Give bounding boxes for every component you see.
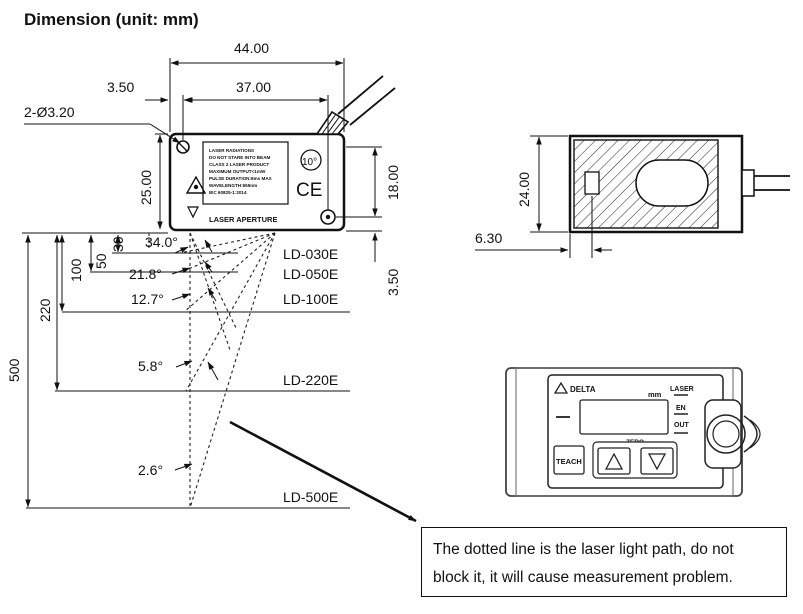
laser-aperture-label: LASER APERTURE: [209, 215, 277, 224]
panel-brand: DELTA: [570, 385, 596, 394]
model-ld-030e: LD-030E: [283, 246, 338, 262]
up-arrow-icon: [604, 452, 624, 470]
dim-dist-220: 220: [37, 298, 53, 322]
dim-hole-diameter: 2-Ø3.20: [24, 104, 75, 120]
dim-depth: 24.00: [516, 172, 532, 207]
sensor-cable: [315, 75, 396, 135]
top-dimensions: 44.00 37.00 3.50 2-Ø3.20: [24, 40, 345, 210]
sensor-front-view: LASER RADIATIONS DO NOT STARE INTO BEAM …: [168, 75, 396, 232]
dim-hole-offset: 3.50: [107, 79, 134, 95]
label-line-7: IEC 60825-1:2014: [209, 190, 247, 195]
label-line-5: PULSE DURATION:8ms MAX: [209, 176, 273, 181]
distance-dimensions: 30 50 100 220 500: [6, 232, 350, 509]
body-height-dimensions: 25.00 18.00 3.50: [138, 133, 401, 296]
angle-12-7: 12.7°: [131, 291, 164, 307]
model-ld-050e: LD-050E: [283, 266, 338, 282]
label-line-4: MAXIMUM OUTPUT<1mW: [209, 169, 266, 174]
sensor-panel-view: DELTA mm LASER EN OUT ZERO TEACH: [505, 367, 761, 497]
diagram-title: Dimension (unit: mm): [24, 10, 199, 29]
note-line-2: block it, it will cause measurement prob…: [433, 569, 733, 586]
teach-button[interactable]: [553, 445, 585, 475]
dim-dist-30: 30: [110, 236, 126, 252]
angle-21-8: 21.8°: [129, 266, 162, 282]
dim-dist-500: 500: [6, 358, 22, 382]
dim-side-offset: 6.30: [475, 230, 502, 246]
model-labels: LD-030E LD-050E LD-100E LD-220E LD-500E: [283, 246, 338, 505]
angle-2-6: 2.6°: [138, 462, 163, 478]
model-ld-220e: LD-220E: [283, 372, 338, 388]
panel-en-indicator: EN: [676, 405, 686, 412]
panel-connector: [704, 399, 761, 469]
down-arrow-icon: [647, 453, 667, 471]
angle-34: 34.0°: [145, 234, 178, 250]
dim-width-total: 44.00: [234, 40, 269, 56]
mounting-hole-left: [176, 140, 190, 154]
panel-unit: mm: [648, 390, 662, 399]
note-pointer-arrow: [229, 420, 417, 523]
dim-dist-100: 100: [68, 258, 84, 282]
panel-out-indicator: OUT: [674, 422, 690, 429]
aperture-arrow-icon: [187, 206, 199, 219]
model-ld-100e: LD-100E: [283, 291, 338, 307]
note-line-1: The dotted line is the laser light path,…: [433, 541, 734, 558]
panel-laser-indicator: LASER: [670, 386, 694, 393]
label-line-3: CLASS 2 LASER PRODUCT: [209, 162, 269, 167]
teach-button-label: TEACH: [556, 457, 582, 466]
up-button[interactable]: [597, 447, 631, 475]
panel-display: [579, 399, 669, 435]
label-line-2: DO NOT STARE INTO BEAM: [209, 155, 271, 160]
dim-height-body: 25.00: [138, 170, 154, 205]
model-ld-500e: LD-500E: [283, 489, 338, 505]
label-line-1: LASER RADIATIONS: [209, 148, 254, 153]
dim-height-right: 18.00: [385, 165, 401, 200]
label-line-6: WAVELENGTH:655nm: [209, 183, 257, 188]
dim-aperture-offset: 3.50: [385, 269, 401, 296]
note-box: The dotted line is the laser light path,…: [421, 527, 787, 597]
angle-5-8: 5.8°: [138, 358, 163, 374]
laser-paths: [148, 232, 276, 509]
delta-logo-icon: [553, 381, 569, 394]
dim-width-holes: 37.00: [236, 79, 271, 95]
cone-angle-label: 10°: [302, 157, 317, 168]
angle-labels: 34.0° 21.8° 12.7° 5.8° 2.6°: [129, 234, 219, 478]
dim-dist-50: 50: [93, 253, 109, 269]
sensor-side-view: 24.00 6.30: [475, 134, 790, 258]
laser-warning-icon: [185, 175, 207, 194]
ce-mark: CE: [296, 180, 322, 201]
